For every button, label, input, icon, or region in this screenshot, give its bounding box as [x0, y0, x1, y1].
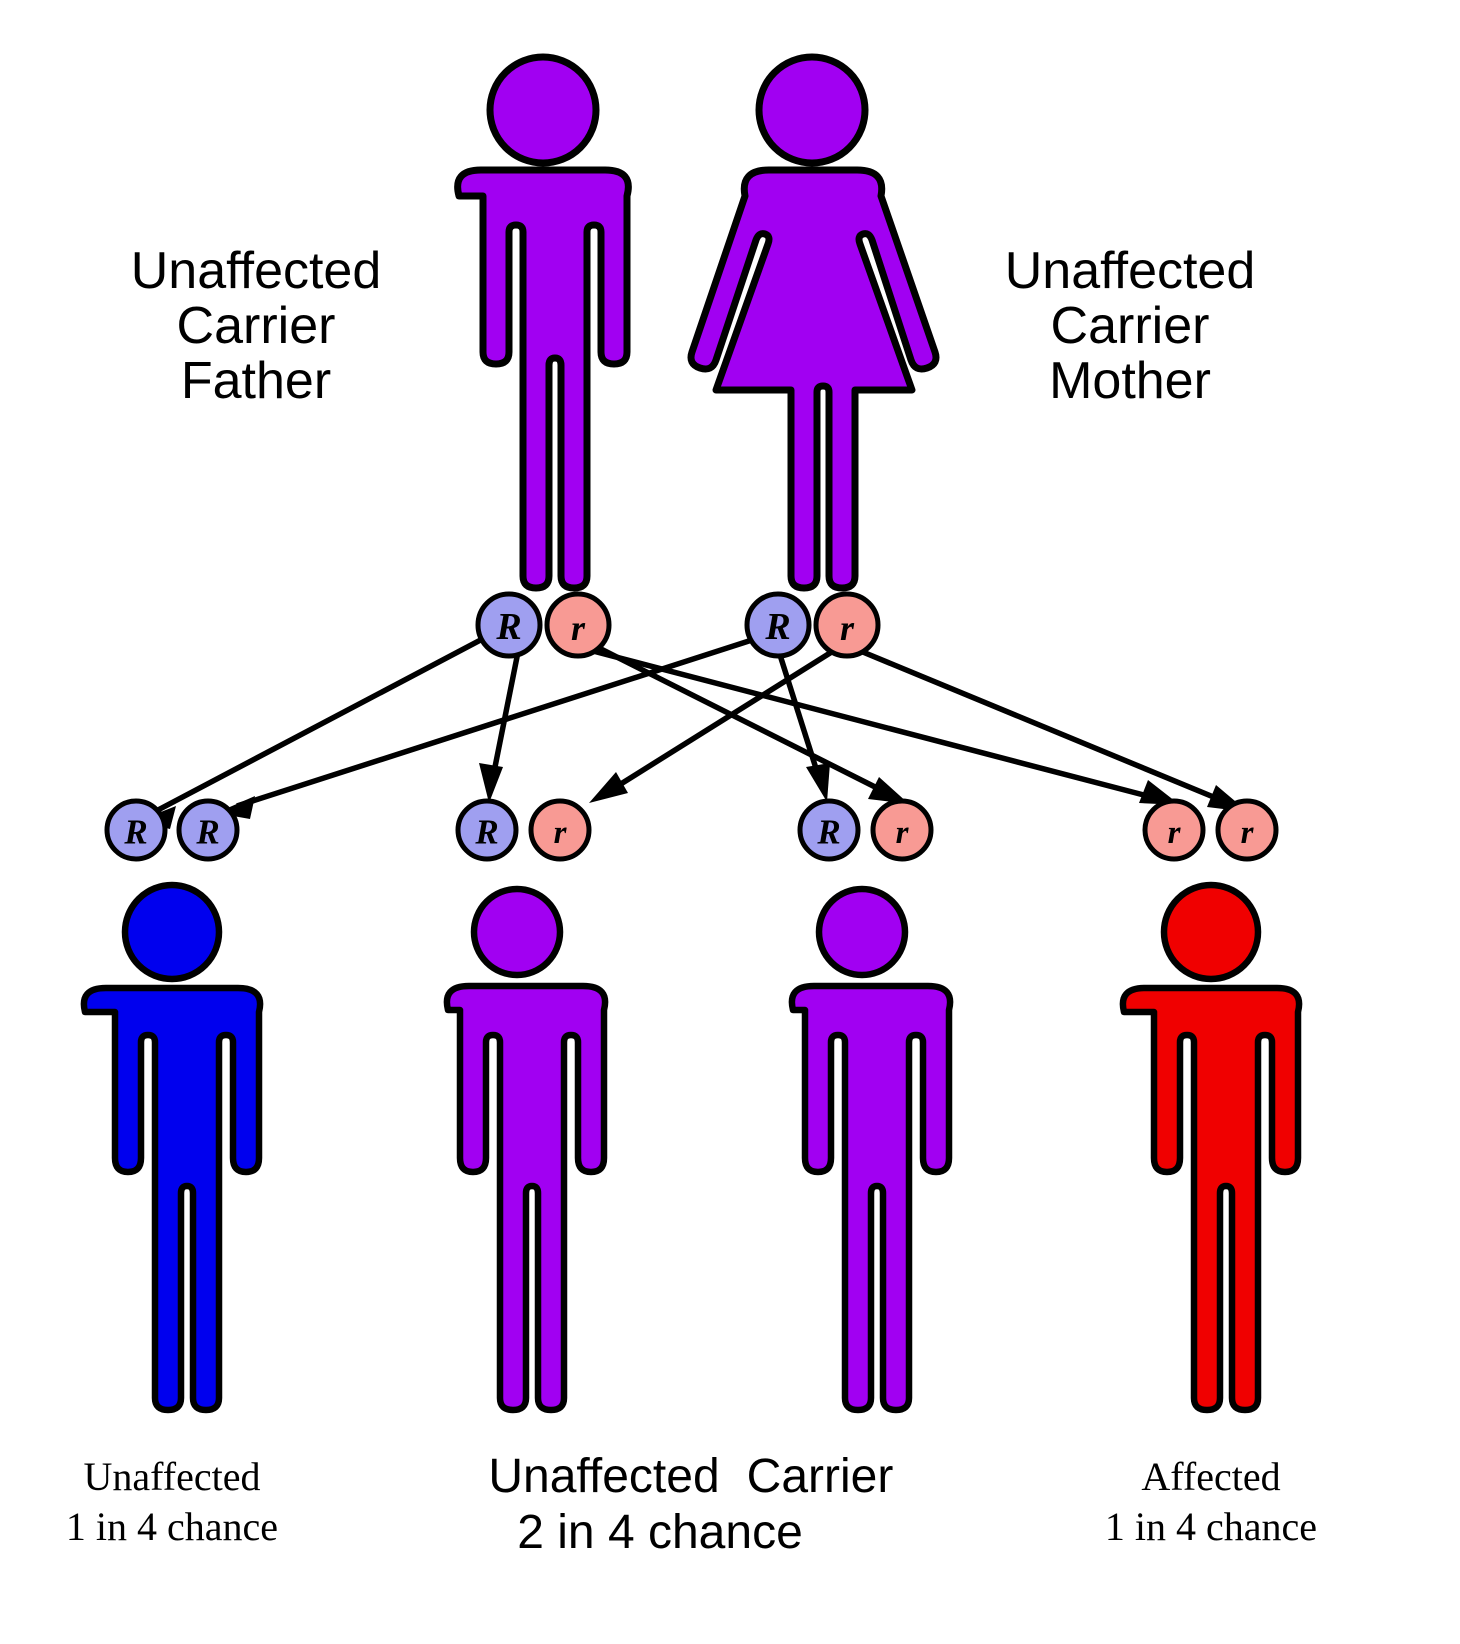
- child-3-body-icon: [788, 982, 954, 1414]
- arrow-mother-R-to-c1b: [216, 637, 753, 819]
- mother-label-line-3: Mother: [1049, 352, 1211, 410]
- allele-c3-b-label: r: [896, 815, 910, 851]
- mother-figure: [687, 53, 940, 592]
- father-label-line-3: Father: [181, 352, 331, 410]
- child-1-head-icon: [121, 881, 223, 983]
- allele-c2-b-label: r: [554, 815, 568, 851]
- child-4-chance-label: 1 in 4 chance: [1105, 1504, 1317, 1549]
- child-2-figure: [443, 885, 609, 1414]
- allele-mother-R: [744, 591, 812, 659]
- mother-alleles: R r: [744, 591, 881, 659]
- mother-label-line-1: Unaffected: [1005, 242, 1256, 300]
- allele-father-r-label: r: [571, 608, 586, 648]
- arrow-mother-r-to-c2b: [589, 645, 840, 803]
- allele-c1-b: [176, 798, 240, 862]
- arrow-mother-r-to-c4b: [856, 647, 1248, 812]
- arrow-mother-R-to-c3a: [777, 654, 830, 802]
- child-1-chance-label: 1 in 4 chance: [66, 1504, 278, 1549]
- allele-father-r: [544, 591, 612, 659]
- mother-label-line-2: Carrier: [1051, 297, 1210, 355]
- arrow-father-r-to-c4a: [592, 648, 1180, 805]
- allele-c1-b-label: R: [195, 813, 219, 852]
- mother-head-icon: [755, 53, 869, 167]
- child-4-figure: [1119, 881, 1303, 1414]
- allele-mother-r-label: r: [840, 608, 855, 648]
- allele-c4-a-label: r: [1168, 815, 1182, 851]
- allele-c4-b: [1215, 798, 1279, 862]
- child-4-body-icon: [1119, 984, 1303, 1414]
- child-1-figure: [80, 881, 264, 1414]
- child-1-alleles: R R: [104, 798, 240, 862]
- allele-c1-a: [104, 798, 168, 862]
- child-3-alleles: R r: [797, 798, 934, 862]
- child-2-head-icon: [470, 885, 564, 979]
- allele-c3-a: [797, 798, 861, 862]
- child-4-status-label: Affected: [1141, 1454, 1280, 1499]
- allele-c3-a-label: R: [816, 813, 840, 852]
- allele-mother-R-label: R: [764, 606, 790, 648]
- child-3-caption: Carrier: [747, 1450, 894, 1503]
- allele-father-R-label: R: [495, 606, 521, 648]
- child-3-head-icon: [815, 885, 909, 979]
- allele-c1-a-label: R: [123, 813, 147, 852]
- child-1-body-icon: [80, 984, 264, 1414]
- father-figure: [454, 53, 632, 592]
- allele-father-R: [475, 591, 543, 659]
- child-2-body-icon: [443, 982, 609, 1414]
- mother-label: Unaffected Carrier Mother: [1005, 242, 1256, 410]
- allele-c4-b-label: r: [1241, 815, 1255, 851]
- arrow-father-R-to-c1a: [138, 622, 511, 829]
- father-head-icon: [486, 53, 600, 167]
- child-2-status-label: Unaffected: [488, 1450, 719, 1503]
- father-alleles: R r: [475, 591, 612, 659]
- allele-c3-b: [870, 798, 934, 862]
- child-2-caption: Unaffected 2 in 4 chance: [488, 1450, 802, 1559]
- father-label: Unaffected Carrier Father: [131, 242, 382, 410]
- child-4-head-icon: [1160, 881, 1262, 983]
- child-4-caption: Affected 1 in 4 chance: [1105, 1454, 1317, 1549]
- allele-c2-a-label: R: [474, 813, 498, 852]
- child-1-caption: Unaffected 1 in 4 chance: [66, 1454, 278, 1549]
- child-2-chance-label: 2 in 4 chance: [517, 1506, 803, 1559]
- father-label-line-2: Carrier: [177, 297, 336, 355]
- allele-c4-a: [1142, 798, 1206, 862]
- inheritance-arrows: [138, 622, 1248, 829]
- child-4-alleles: r r: [1142, 798, 1279, 862]
- child-2-alleles: R r: [455, 798, 592, 862]
- allele-c2-b: [528, 798, 592, 862]
- child-3-figure: [788, 885, 954, 1414]
- child-3-status-label: Carrier: [747, 1450, 894, 1503]
- allele-mother-r: [813, 591, 881, 659]
- mother-body-icon: [687, 166, 940, 592]
- child-1-status-label: Unaffected: [84, 1454, 261, 1499]
- arrow-father-r-to-c3b: [591, 642, 909, 804]
- father-label-line-1: Unaffected: [131, 242, 382, 300]
- allele-c2-a: [455, 798, 519, 862]
- father-body-icon: [454, 166, 632, 592]
